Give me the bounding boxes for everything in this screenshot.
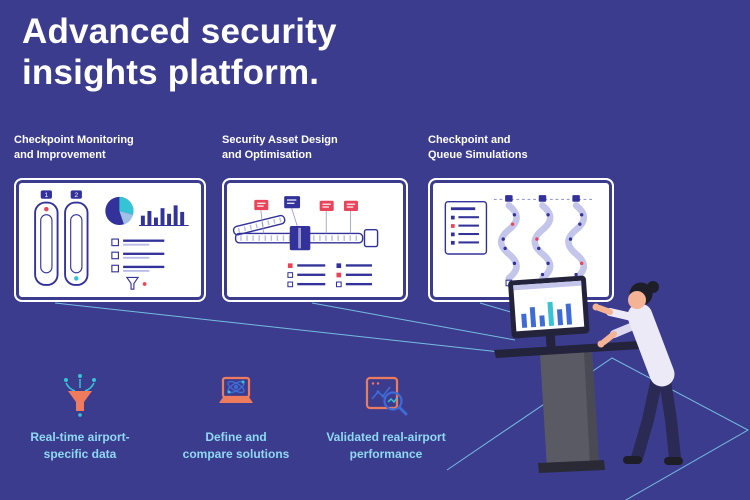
security-lanes-icon: [34, 201, 89, 286]
pie-chart-icon: [105, 196, 134, 226]
panel-label-sim-line1: Checkpoint and: [428, 134, 511, 146]
branch-conveyor-icon: [232, 214, 286, 236]
feature-caption-validated: Validated real-airport performance: [326, 430, 446, 461]
xray-machine-icon: [289, 225, 311, 251]
queue-lane-1: [497, 195, 520, 287]
laptop-atom-icon: [158, 371, 314, 424]
page-title-line2: insights platform.: [22, 52, 320, 92]
panel-label-monitoring-line2: and Improvement: [14, 149, 106, 162]
asset-tag-red-2: [319, 200, 334, 212]
panel-label-monitoring-line1: Checkpoint Monitoring: [14, 134, 134, 146]
magnifier-chart-icon: [300, 371, 472, 424]
connector-panel3: [479, 302, 546, 323]
spec-list-right: [335, 263, 372, 288]
mini-funnel-icon: [125, 276, 147, 290]
lane-1-number: 1: [45, 192, 49, 199]
feature-caption-compare: Define and compare solutions: [182, 430, 290, 461]
feature-compare-solutions: Define and compare solutions: [158, 371, 314, 463]
connector-panel2: [311, 302, 516, 341]
panel-label-asset-line2: and Optimisation: [222, 149, 312, 162]
hair: [629, 282, 653, 306]
floor-outline: [446, 357, 750, 500]
analyst-person: [592, 281, 683, 465]
desk-top: [494, 341, 640, 358]
queue-simulation-diagram: [444, 195, 595, 287]
feature-realtime-data: Real-time airport- specific data: [0, 371, 160, 463]
end-unit-icon: [363, 229, 379, 248]
leader-lines: [260, 208, 351, 234]
kiosk-pedestal: [540, 351, 599, 468]
panel-label-asset-line1: Security Asset Design: [222, 134, 338, 146]
panel-screen-asset-design: [222, 178, 408, 302]
kpi-list: [111, 238, 165, 273]
panel-screen-monitoring: 1 2: [14, 178, 206, 302]
monitoring-diagram: 1 2: [34, 190, 189, 290]
panel-label-sim-line2: Queue Simulations: [428, 149, 528, 162]
panel-asset-design: Security Asset Design and Optimisation: [222, 133, 408, 302]
hair-bun: [647, 281, 659, 293]
queue-lane-2: [531, 195, 554, 287]
kiosk-base: [538, 460, 605, 473]
panel-label-simulations: Checkpoint and Queue Simulations: [428, 133, 614, 165]
lane-2-number: 2: [74, 192, 78, 199]
bar-chart-icon: [140, 205, 185, 226]
face: [628, 291, 646, 309]
feature-validated-performance: Validated real-airport performance: [300, 371, 472, 463]
panel-checkpoint-monitoring: Checkpoint Monitoring and Improvement 1 …: [14, 133, 206, 302]
asset-tag-red-3: [343, 200, 358, 212]
page-title: Advanced security insights platform.: [22, 12, 337, 94]
asset-design-diagram: [232, 196, 379, 288]
spec-list-left: [287, 263, 326, 288]
page-title-line1: Advanced security: [22, 12, 337, 51]
asset-tag-navy: [284, 196, 301, 209]
panel-screen-simulations: [428, 178, 614, 302]
panel-label-monitoring: Checkpoint Monitoring and Improvement: [14, 133, 206, 165]
settings-card: [444, 201, 488, 255]
connector-panel1: [54, 302, 501, 353]
asset-tag-red-1: [254, 199, 269, 211]
feature-caption-realtime: Real-time airport- specific data: [30, 430, 130, 461]
funnel-data-icon: [0, 371, 160, 424]
panel-label-asset-design: Security Asset Design and Optimisation: [222, 133, 408, 165]
monitor-chart-icon: [521, 301, 573, 328]
queue-lane-3: [565, 195, 588, 287]
panel-queue-simulations: Checkpoint and Queue Simulations: [428, 133, 614, 302]
